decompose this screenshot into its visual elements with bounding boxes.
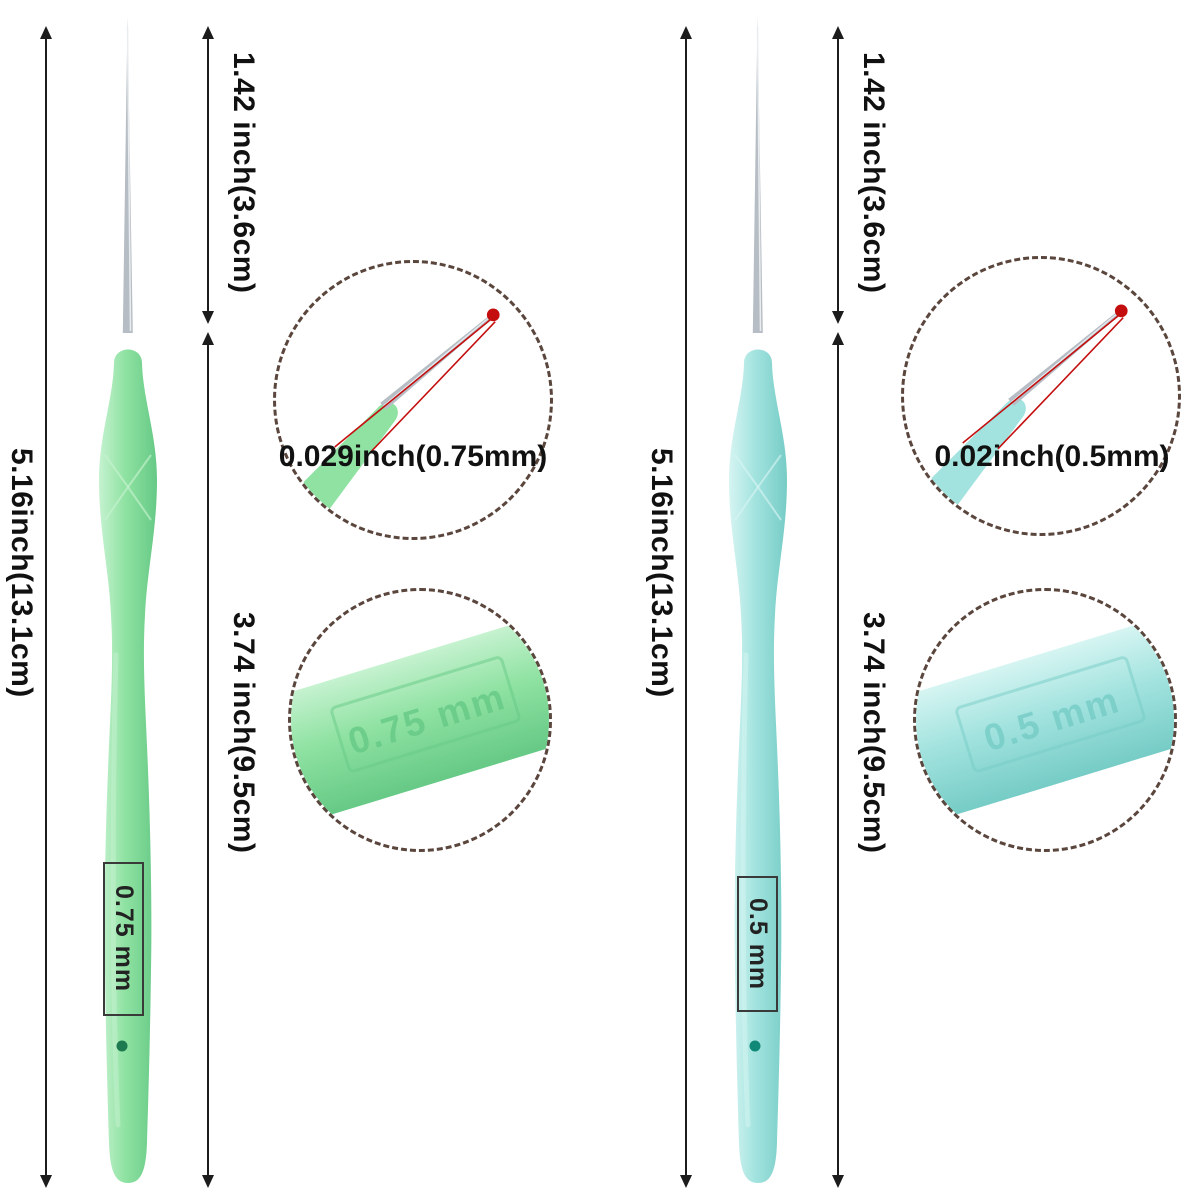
- handle-length-arrow: [202, 332, 214, 1188]
- pointer-line: [369, 321, 496, 454]
- total-length-label: 5.16inch(13.1cm): [645, 448, 678, 698]
- handle-zoom-circle: 0.5 mm: [913, 588, 1177, 852]
- total-length-arrow: [40, 26, 52, 1188]
- size-label-box: 0.75 mm: [103, 862, 144, 1016]
- handle-zoom-bar: [291, 619, 549, 821]
- embossed-box: [330, 656, 521, 773]
- tip-length-label: 1.42 inch(3.6cm): [227, 52, 260, 294]
- grip-facet-line: [734, 485, 782, 521]
- tip-length-arrow: [832, 26, 844, 324]
- tip-zoom-needle-highlight: [1011, 310, 1121, 403]
- handle-length-label: 3.74 inch(9.5cm): [857, 612, 890, 854]
- handle-highlight: [740, 652, 751, 1128]
- tip-diameter-label: 0.02inch(0.5mm): [934, 440, 1170, 473]
- tip-zoom-illustration: [276, 308, 500, 537]
- pointer-dot: [1114, 304, 1128, 318]
- handle-zoom-circle: 0.75 mm: [288, 588, 552, 852]
- embossed-box: [955, 656, 1146, 773]
- handle-zoom-bar: [916, 619, 1174, 821]
- handle-dot: [116, 1040, 128, 1052]
- pointer-dot: [486, 308, 500, 322]
- pointer-line: [997, 317, 1124, 450]
- handle-zoom-illustration: 0.5 mm: [916, 619, 1174, 821]
- handle: [99, 349, 157, 1183]
- tip-length-label: 1.42 inch(3.6cm): [857, 52, 890, 294]
- grip-facet-line: [104, 485, 152, 521]
- needle-highlight: [126, 26, 132, 332]
- handle-length-arrow: [832, 332, 844, 1188]
- handle-zoom-illustration: 0.75 mm: [291, 619, 549, 821]
- tip-diameter-label: 0.029inch(0.75mm): [278, 440, 548, 473]
- crochet-hook-teal: [729, 17, 787, 1183]
- handle-length-label: 3.74 inch(9.5cm): [227, 612, 260, 854]
- tip-zoom-circle: [273, 260, 553, 540]
- handle: [729, 349, 787, 1183]
- tip-zoom-needle-highlight: [383, 314, 493, 407]
- pointer-line: [334, 319, 491, 448]
- size-label-box: 0.5 mm: [737, 876, 778, 1012]
- size-label: 0.75 mm: [110, 885, 138, 993]
- total-length-arrow: [680, 26, 692, 1188]
- handle-dot: [749, 1040, 761, 1052]
- tip-length-arrow: [202, 26, 214, 324]
- handle-highlight: [110, 652, 121, 1128]
- tip-zoom-circle: [901, 256, 1181, 536]
- size-label: 0.5 mm: [744, 897, 772, 991]
- total-length-label: 5.16inch(13.1cm): [5, 448, 38, 698]
- tip-zoom-illustration: [904, 304, 1128, 533]
- needle-highlight: [756, 26, 762, 332]
- pointer-line: [962, 315, 1119, 444]
